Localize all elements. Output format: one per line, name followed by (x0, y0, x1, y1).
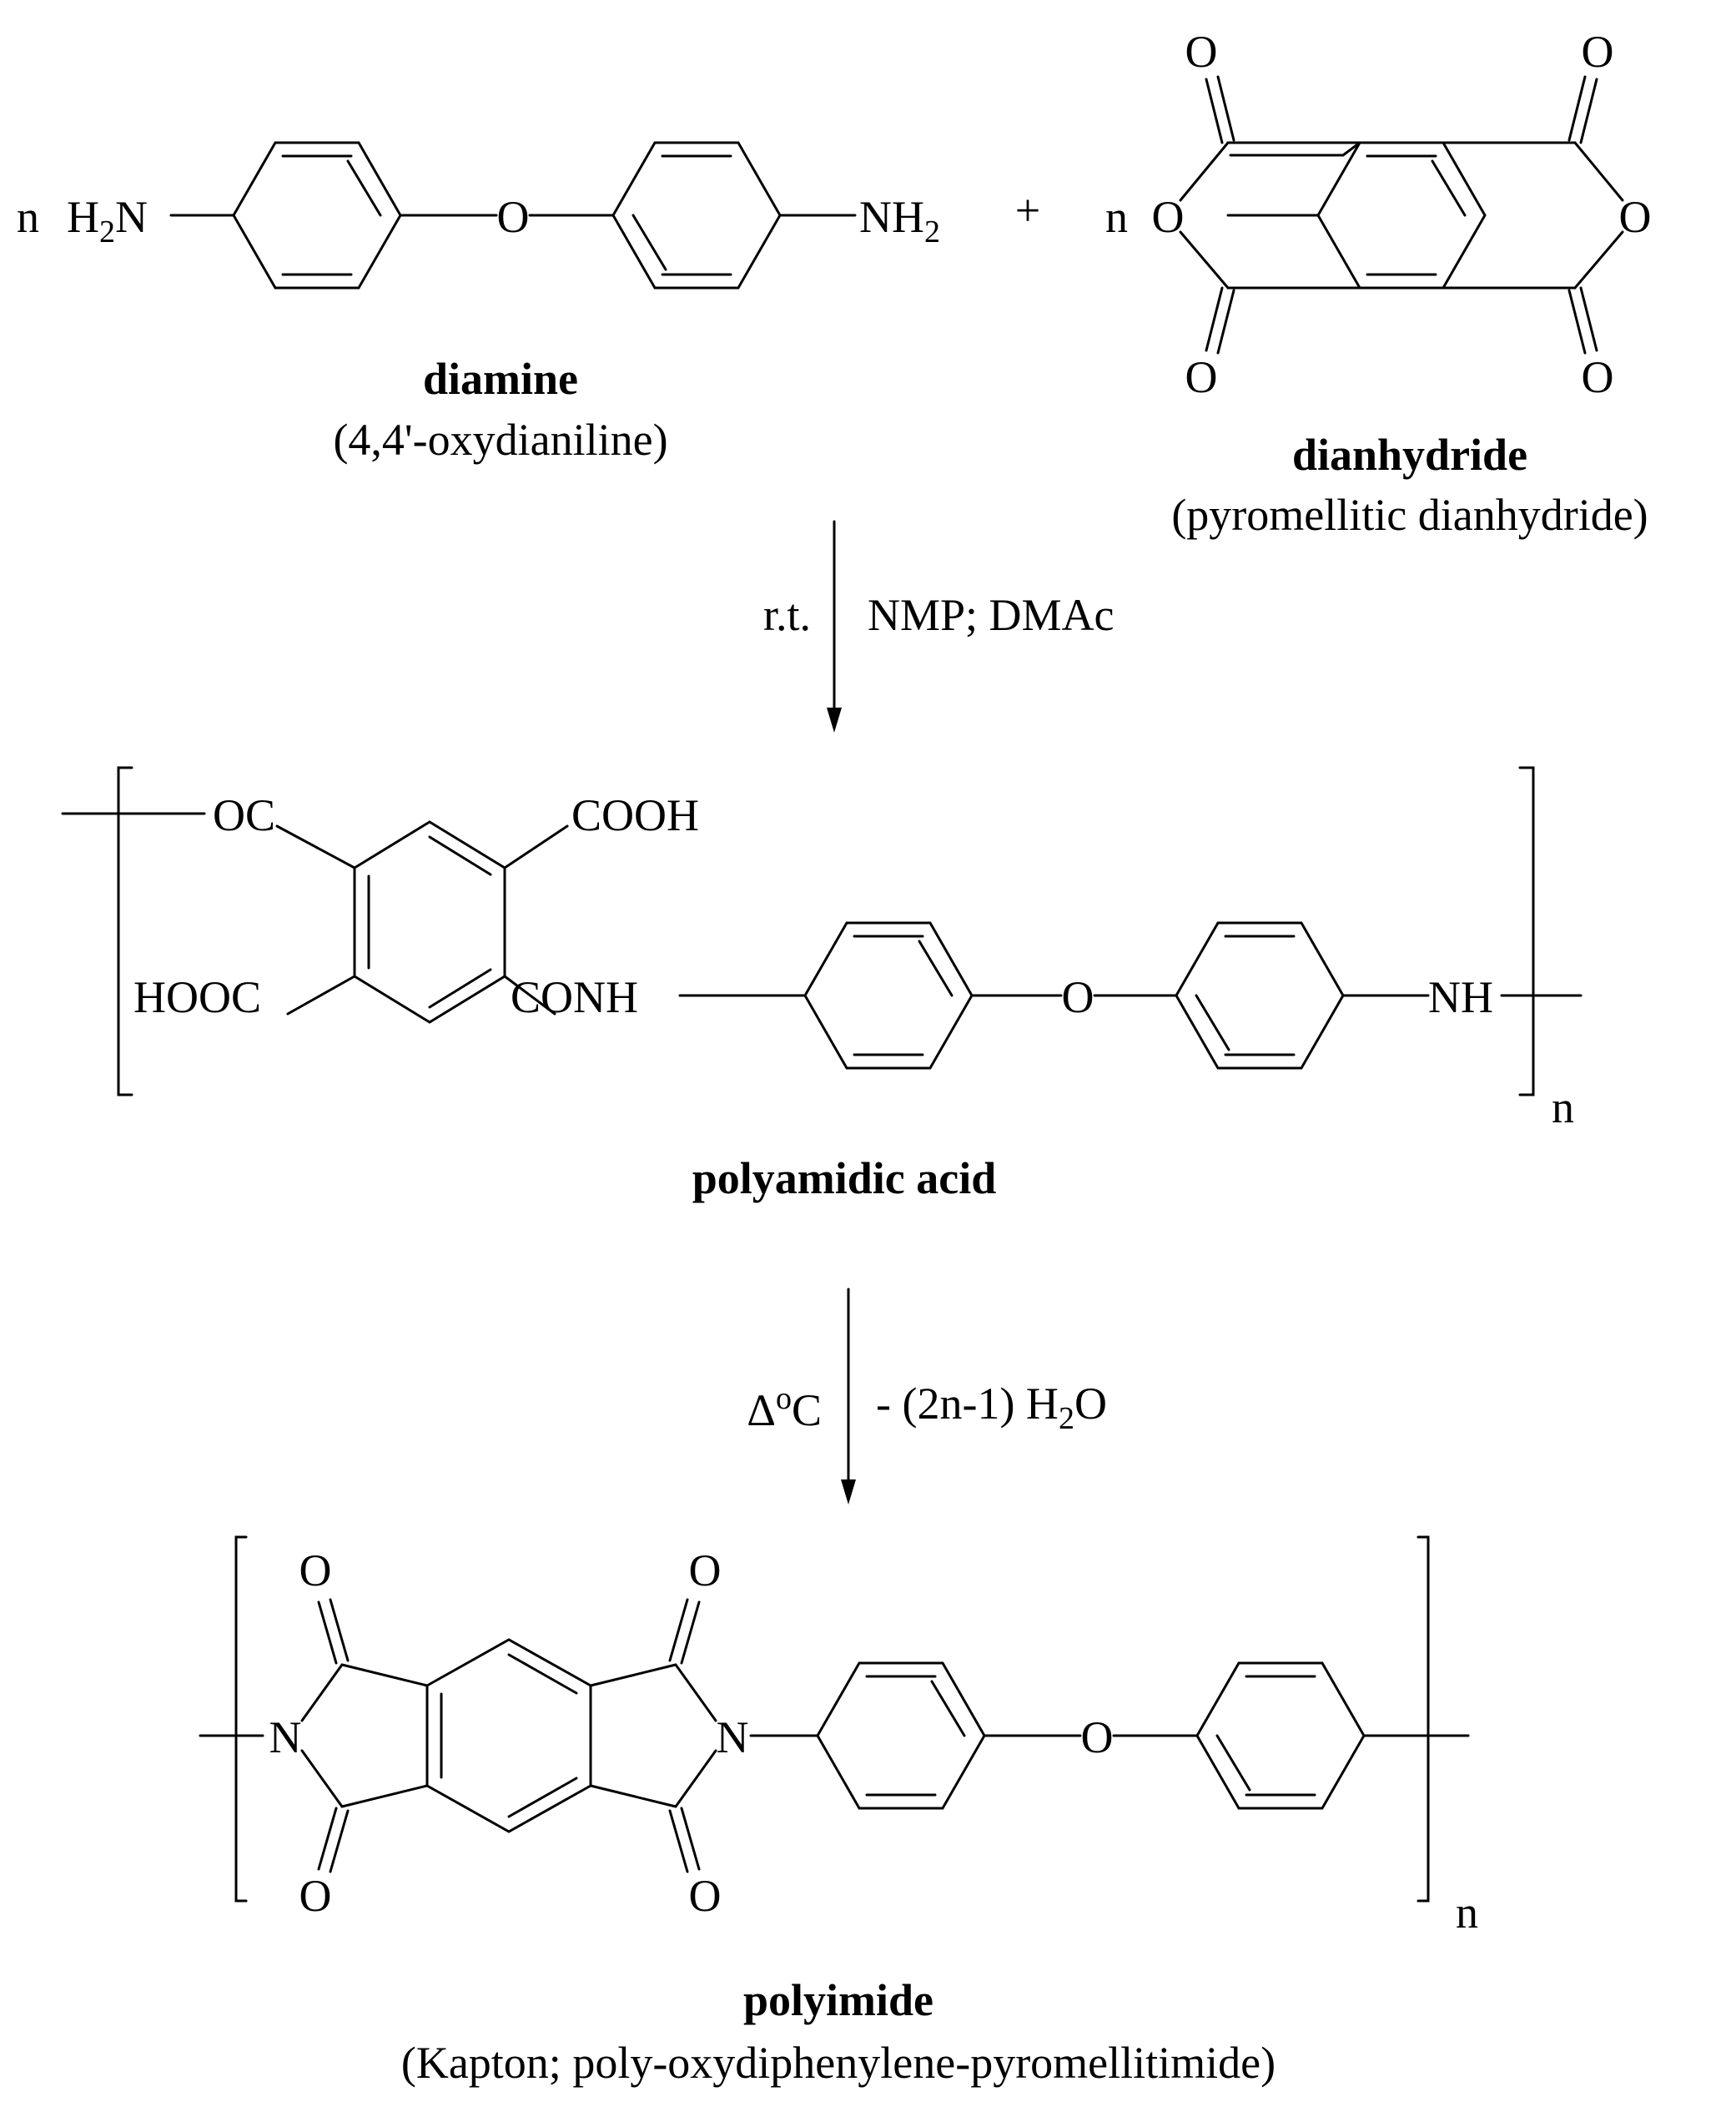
carbonyl-bond (1567, 75, 1587, 142)
reaction-arrow-1 (827, 520, 842, 733)
anhydride-oxygen-right: O (1619, 192, 1652, 242)
bracket-right (1518, 766, 1535, 1096)
benzene-ring (1175, 921, 1345, 1070)
diamine-coefficient: n (17, 192, 39, 242)
bond (589, 1784, 677, 1808)
repeat-unit-n: n (1552, 1082, 1574, 1132)
step2-left-condition: ΔoC (747, 1381, 822, 1435)
step1-right-condition: NMP; DMAc (868, 590, 1115, 640)
conh-group: CONH (511, 972, 638, 1022)
dianhydride-label: dianhydride (1292, 430, 1527, 480)
dianhydride-coefficient: n (1105, 192, 1128, 242)
carbonyl-oxygen: O (1582, 27, 1614, 77)
polyimide-full-name: (Kapton; poly-oxydiphenylene-pyromelliti… (401, 2038, 1276, 2088)
polyamidic-acid-structure: OC COOH HOOC CONH O (61, 766, 1583, 1132)
benzene-ring (232, 141, 402, 290)
carbonyl-oxygen: O (689, 1871, 722, 1921)
diamine-ether-oxygen: O (497, 192, 530, 242)
bracket-right (1416, 1535, 1430, 1903)
repeat-unit-n: n (1456, 1888, 1478, 1938)
anhydride-oxygen-left: O (1152, 192, 1185, 242)
carbonyl-bond (668, 1809, 689, 1873)
carbonyl-oxygen: O (1185, 352, 1218, 402)
dianhydride-full-name: (pyromellitic dianhydride) (1171, 490, 1648, 540)
hooc-group: HOOC (133, 972, 261, 1022)
benzene-ring (425, 1638, 592, 1833)
dianhydride-structure: n O O O O O O (1105, 27, 1652, 402)
reaction-arrow-2 (841, 1288, 856, 1505)
benzene-ring (1195, 1661, 1366, 1810)
bond (503, 975, 556, 1016)
ether-oxygen: O (1081, 1712, 1114, 1762)
diamine-full-name: (4,4'-oxydianiline) (333, 415, 667, 465)
bond (275, 824, 356, 869)
carbonyl-oxygen: O (299, 1545, 332, 1595)
polyamidic-acid-label: polyamidic acid (692, 1153, 997, 1203)
bond (300, 1749, 344, 1808)
carbonyl-oxygen: O (1185, 27, 1218, 77)
carbonyl-oxygen: O (299, 1871, 332, 1921)
bond (589, 1663, 677, 1687)
benzene-ring (803, 921, 974, 1070)
benzene-ring (816, 1661, 986, 1810)
bond (1573, 141, 1624, 202)
benzene-ring (611, 141, 782, 290)
carbonyl-bond (1567, 289, 1587, 355)
bond (340, 1663, 429, 1687)
bracket-left (234, 1535, 248, 1903)
imide-nitrogen-right: N (717, 1712, 749, 1762)
carbonyl-bond (1205, 286, 1224, 352)
carbonyl-bond (317, 1600, 338, 1665)
benzene-ring (353, 820, 506, 1024)
carbonyl-bond (668, 1598, 689, 1662)
polyimide-label: polyimide (743, 1975, 933, 2025)
ether-oxygen: O (1062, 972, 1094, 1022)
carbonyl-oxygen: O (689, 1545, 722, 1595)
diamine-right-amine: NH2 (859, 192, 940, 249)
step2-right-condition: - (2n-1) H2O (876, 1379, 1107, 1436)
bond (300, 1663, 344, 1722)
plus-sign: + (1015, 185, 1040, 235)
imide-nitrogen-left: N (269, 1712, 302, 1762)
diamine-left-amine: H2N (67, 192, 148, 249)
bracket-left (117, 766, 133, 1096)
diamine-structure: n H2N O NH2 (17, 141, 940, 290)
benzene-ring (1316, 141, 1487, 290)
bond (1179, 141, 1230, 202)
bond (503, 824, 569, 869)
polyimide-structure: N O O O O N (199, 1535, 1478, 1938)
bond (674, 1663, 717, 1722)
carbonyl-bond (317, 1807, 338, 1871)
step1-left-condition: r.t. (763, 590, 811, 640)
carbonyl-oxygen: O (1582, 352, 1614, 402)
bond (1573, 230, 1624, 290)
oc-group: OC (213, 790, 275, 840)
cooh-group: COOH (571, 790, 699, 840)
nh-group: NH (1428, 972, 1493, 1022)
diamine-label: diamine (423, 354, 578, 404)
bond (674, 1749, 717, 1808)
bond (286, 975, 356, 1016)
bond (340, 1784, 429, 1808)
bond (1179, 230, 1230, 290)
carbonyl-bond (1205, 78, 1224, 144)
